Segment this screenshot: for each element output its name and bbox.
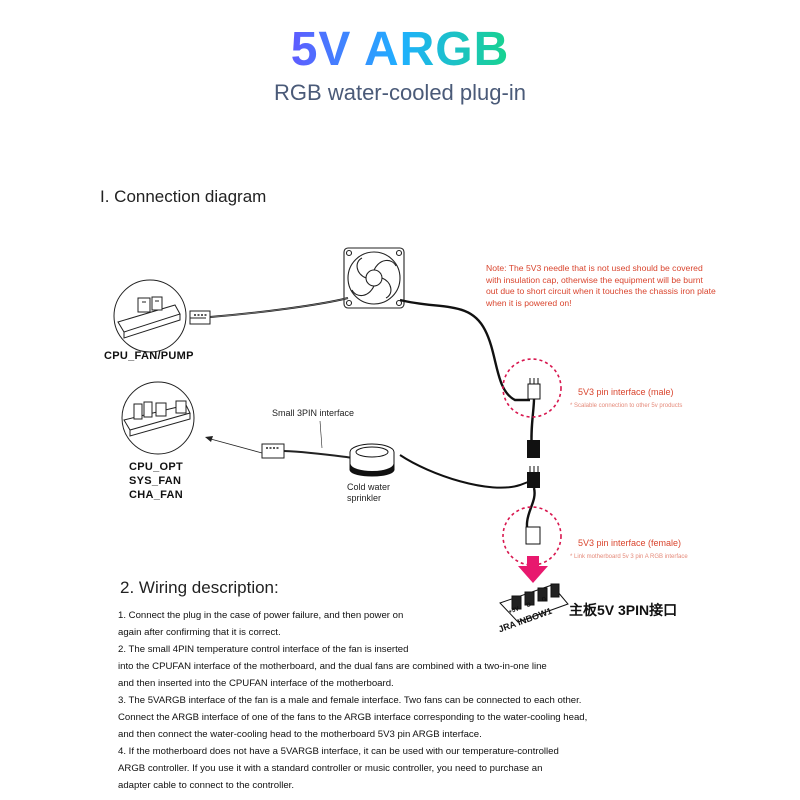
wiring-line: adapter cable to connect to the controll…: [118, 780, 294, 791]
page-title: 5V ARGB: [0, 22, 800, 77]
sys-fan-label: SYS_FAN: [129, 475, 182, 487]
wiring-line: 3. The 5VARGB interface of the fan is a …: [118, 695, 582, 706]
male-3pin-connector: [527, 383, 541, 400]
sprinkler-label: sprinkler: [347, 493, 382, 503]
wiring-description-heading: 2. Wiring description:: [120, 578, 279, 597]
wiring-line: 4. If the motherboard does not have a 5V…: [118, 746, 559, 757]
warning-note: Note: The 5V3 needle that is not used sh…: [486, 263, 716, 308]
wiring-line: Connect the ARGB interface of one of the…: [118, 712, 588, 723]
cpu-fan-header-illustration: [113, 279, 187, 353]
page-subtitle: RGB water-cooled plug-in: [274, 80, 526, 105]
connection-diagram-heading: I. Connection diagram: [100, 187, 267, 206]
inline-connector-bottom: [527, 472, 540, 488]
cpu-fan-label: CPU_FAN/PUMP: [104, 350, 194, 362]
wiring-line: and then inserted into the CPUFAN interf…: [118, 678, 394, 689]
male-pin-label: 5V3 pin interface (male): [578, 387, 674, 397]
motherboard-argb-header: [499, 583, 569, 623]
small-3pin-connector: [261, 443, 285, 459]
male-pin-sublabel: * Scalable connection to other 5v produc…: [570, 403, 683, 409]
wiring-line: 2. The small 4PIN temperature control in…: [118, 644, 409, 655]
water-cooling-head-illustration: [349, 443, 395, 477]
wiring-line: ARGB controller. If you use it with a st…: [118, 763, 543, 774]
wiring-line: and then connect the water-cooling head …: [118, 729, 482, 740]
inline-connector-top: [527, 440, 540, 458]
wiring-line: 1. Connect the plug in the case of power…: [118, 610, 404, 621]
female-pin-sublabel: * Link motherboard 5v 3 pin A RGB interf…: [570, 554, 688, 560]
wiring-line: into the CPUFAN interface of the motherb…: [118, 661, 547, 672]
wiring-description: 1. Connect the plug in the case of power…: [118, 607, 778, 794]
female-pin-label: 5V3 pin interface (female): [578, 538, 682, 548]
female-3pin-connector: [525, 526, 541, 545]
male-pin-highlight-circle: [502, 358, 562, 418]
small-3pin-label: Small 3PIN interface: [272, 408, 355, 418]
wiring-line: again after confirming that it is correc…: [118, 627, 281, 638]
female-pin-highlight-circle: [502, 506, 562, 566]
motherboard-interface-label: 主板5V 3PIN接口: [569, 602, 678, 618]
cpu-opt-header-illustration: [121, 381, 195, 455]
cpu-opt-label: CPU_OPT: [129, 461, 184, 473]
cha-fan-label: CHA_FAN: [129, 489, 184, 501]
case-fan-illustration: [343, 247, 405, 309]
down-arrow-icon: [518, 556, 548, 583]
cold-water-label: Cold water: [347, 482, 391, 492]
